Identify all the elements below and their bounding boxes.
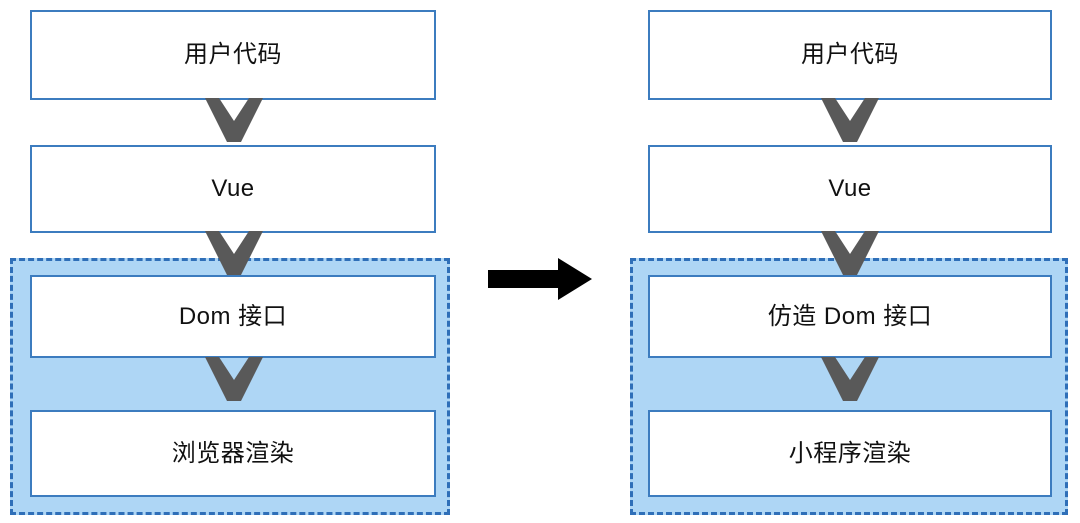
step-box-browser-render[interactable]: 浏览器渲染 [30, 410, 436, 497]
step-box-miniprogram-render[interactable]: 小程序渲染 [648, 410, 1052, 497]
column-miniprogram-flow: 用户代码 Vue 仿造 Dom 接口 [618, 0, 1080, 523]
step-box-user-code[interactable]: 用户代码 [648, 10, 1052, 100]
step-label: 用户代码 [801, 41, 899, 68]
step-label: Vue [211, 175, 255, 202]
step-label: 仿造 Dom 接口 [767, 302, 933, 330]
step-box-user-code[interactable]: 用户代码 [30, 10, 436, 100]
column-browser-flow: 用户代码 Vue Dom 接口 浏 [0, 0, 470, 523]
step-box-vue[interactable]: Vue [648, 145, 1052, 233]
step-box-vue[interactable]: Vue [30, 145, 436, 233]
step-box-mock-dom-api[interactable]: 仿造 Dom 接口 [648, 275, 1052, 358]
chevron-down-icon [821, 98, 879, 146]
step-box-dom-api[interactable]: Dom 接口 [30, 275, 436, 358]
step-label: 用户代码 [184, 41, 282, 68]
step-label: 小程序渲染 [788, 439, 912, 467]
step-label: Vue [828, 175, 872, 202]
step-label: 浏览器渲染 [171, 439, 295, 467]
chevron-down-icon [205, 98, 263, 146]
right-arrow-icon [488, 258, 592, 300]
step-label: Dom 接口 [178, 302, 288, 330]
